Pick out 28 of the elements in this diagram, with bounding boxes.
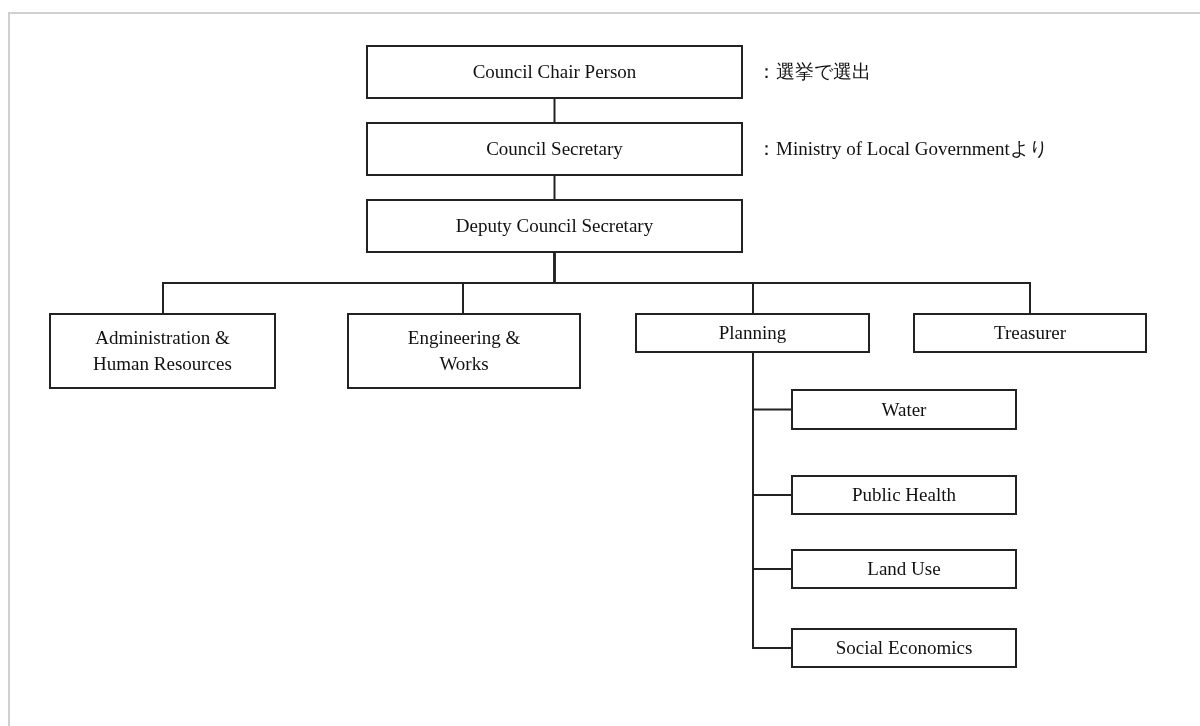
- unit-name: Engineering & Works: [406, 326, 522, 376]
- unit-name: Social Economics: [835, 636, 973, 660]
- unit-name: Water: [881, 397, 927, 422]
- org-box: [635, 313, 870, 353]
- org-box: [791, 549, 1017, 589]
- connector-line: [553, 252, 1031, 314]
- org-box: [913, 313, 1147, 353]
- connector-line: [553, 98, 556, 123]
- unit-name: Planning: [718, 321, 787, 345]
- note-text: ：Ministry of Local Governmentより: [757, 137, 1048, 161]
- org-box: [791, 389, 1017, 430]
- unit-name: Treasurer: [993, 321, 1067, 345]
- org-box: [347, 313, 581, 389]
- org-box: [366, 122, 743, 176]
- note-text: ：選挙で選出: [757, 60, 871, 84]
- unit-name: Public Health: [852, 483, 956, 507]
- connector-line: [553, 175, 556, 200]
- connector-line: [752, 352, 792, 649]
- unit-name: Council Secretary: [486, 137, 623, 161]
- unit-name: Council Chair Person: [472, 60, 637, 84]
- org-box: [791, 475, 1017, 515]
- org-box: [366, 199, 743, 253]
- unit-name: Land Use: [867, 557, 941, 581]
- org-box: [49, 313, 276, 389]
- org-box: [791, 628, 1017, 668]
- unit-name: Administration & Human Resources: [92, 326, 233, 376]
- org-box: [366, 45, 743, 99]
- unit-name: Deputy Council Secretary: [455, 214, 654, 238]
